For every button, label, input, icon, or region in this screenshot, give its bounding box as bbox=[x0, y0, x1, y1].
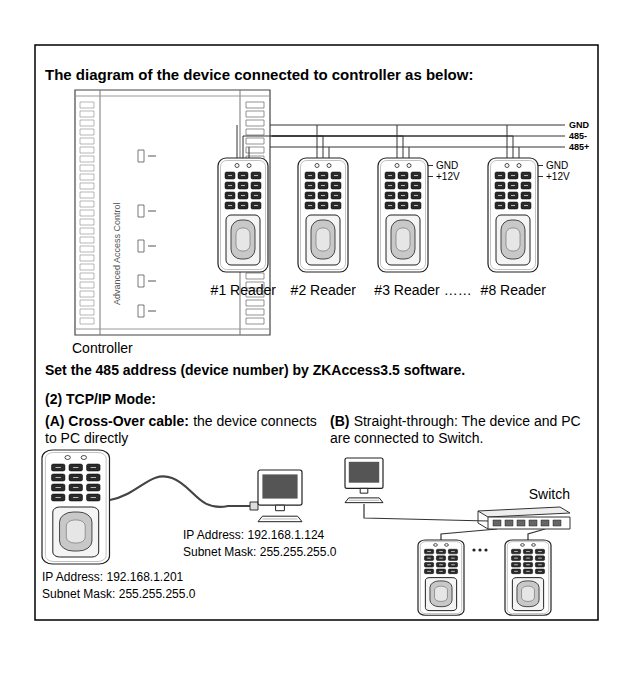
ellipsis-dot bbox=[478, 548, 481, 551]
label: GND bbox=[436, 160, 458, 171]
reader-drawing bbox=[42, 450, 110, 564]
reader-drawing bbox=[298, 158, 348, 272]
node-label: Switch bbox=[478, 486, 570, 503]
label: Straight-through: The device and PC are … bbox=[330, 413, 581, 446]
cable-plug bbox=[250, 502, 258, 510]
bus-wire bbox=[272, 136, 403, 158]
label: 485+ bbox=[569, 142, 589, 153]
paragraph: (B)Straight-through: The device and PC a… bbox=[330, 413, 588, 447]
switch-drawing bbox=[478, 507, 570, 529]
node-label: #1 Reader bbox=[210, 282, 276, 299]
label: Subnet Mask: 255.255.255.0 bbox=[42, 587, 195, 602]
label: 485- bbox=[569, 131, 587, 142]
reader-node: #2 Reader bbox=[288, 158, 358, 299]
bus-wire bbox=[243, 136, 272, 158]
label: (A) Cross-Over cable: bbox=[45, 413, 189, 429]
label: IP Address: 192.168.1.124 bbox=[183, 528, 324, 543]
ellipsis-dot bbox=[472, 548, 475, 551]
reader-node: #8 Reader bbox=[478, 158, 548, 299]
title: The diagram of the device connected to c… bbox=[45, 66, 473, 84]
paragraph: (A) Cross-Over cable:the device connects… bbox=[45, 413, 317, 447]
reader-drawing bbox=[488, 158, 538, 272]
frame bbox=[35, 45, 598, 620]
label: Subnet Mask: 255.255.255.0 bbox=[183, 545, 336, 560]
device-node: Controller bbox=[72, 88, 272, 357]
label: (2) TCP/IP Mode: bbox=[45, 391, 156, 408]
pc-drawing bbox=[345, 458, 383, 503]
reader-node: #1 Reader bbox=[208, 158, 278, 299]
reader-node: #3 Reader …… bbox=[372, 158, 474, 299]
device-node: Switch bbox=[478, 486, 570, 503]
label: +12V bbox=[546, 171, 570, 182]
node-label: #3 Reader …… bbox=[374, 282, 472, 299]
reader-drawing bbox=[378, 158, 428, 272]
ellipsis-dot bbox=[484, 548, 487, 551]
node-label: #8 Reader bbox=[480, 282, 546, 299]
reader-drawing bbox=[505, 540, 551, 615]
label: GND bbox=[569, 120, 589, 131]
bus-wire bbox=[272, 136, 323, 158]
label: GND bbox=[546, 160, 568, 171]
cable bbox=[110, 476, 252, 507]
bus-wire bbox=[272, 136, 513, 158]
controller-drawing bbox=[75, 90, 270, 335]
node-label: Controller bbox=[72, 340, 272, 357]
label: Advanced Access Control bbox=[112, 202, 123, 305]
node-label: #2 Reader bbox=[290, 282, 356, 299]
pc-drawing bbox=[258, 470, 302, 522]
reader-drawing bbox=[418, 540, 464, 615]
label: Set the 485 address (device number) by Z… bbox=[45, 362, 465, 379]
label: +12V bbox=[436, 171, 460, 182]
label: IP Address: 192.168.1.201 bbox=[42, 570, 183, 585]
reader-drawing bbox=[218, 158, 268, 272]
label: (B) bbox=[330, 413, 349, 429]
